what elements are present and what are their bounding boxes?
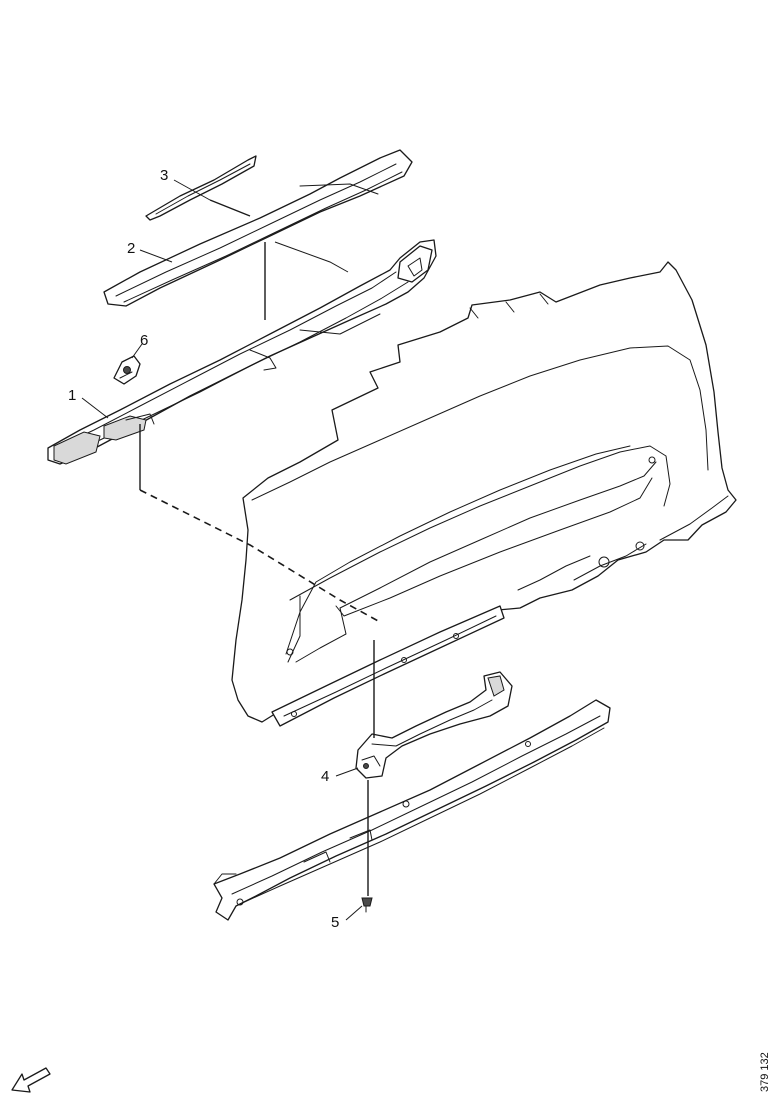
callout-6: 6 [140,332,148,349]
part-2-upper-rail [103,149,413,307]
drawing-reference: 379 132 [759,1052,771,1092]
callout-3: 3 [160,167,168,184]
quarter-trim-panel [231,261,737,723]
panel-sill-strip [271,605,505,727]
part-4-hinge-bracket [355,671,513,779]
callout-2: 2 [127,240,135,257]
lower-sill-rail [213,699,611,921]
callout-1: 1 [68,387,76,404]
callout-4: 4 [321,768,329,785]
part-6-bracket [113,355,141,385]
part-5-clip [361,897,373,913]
part-1-duct-assembly [47,239,437,465]
assembly-lines [139,199,381,896]
part-3-trim-strip [145,155,257,221]
callout-5: 5 [331,914,339,931]
callout-leaders [81,179,363,921]
orientation-arrow-icon [11,1067,51,1093]
